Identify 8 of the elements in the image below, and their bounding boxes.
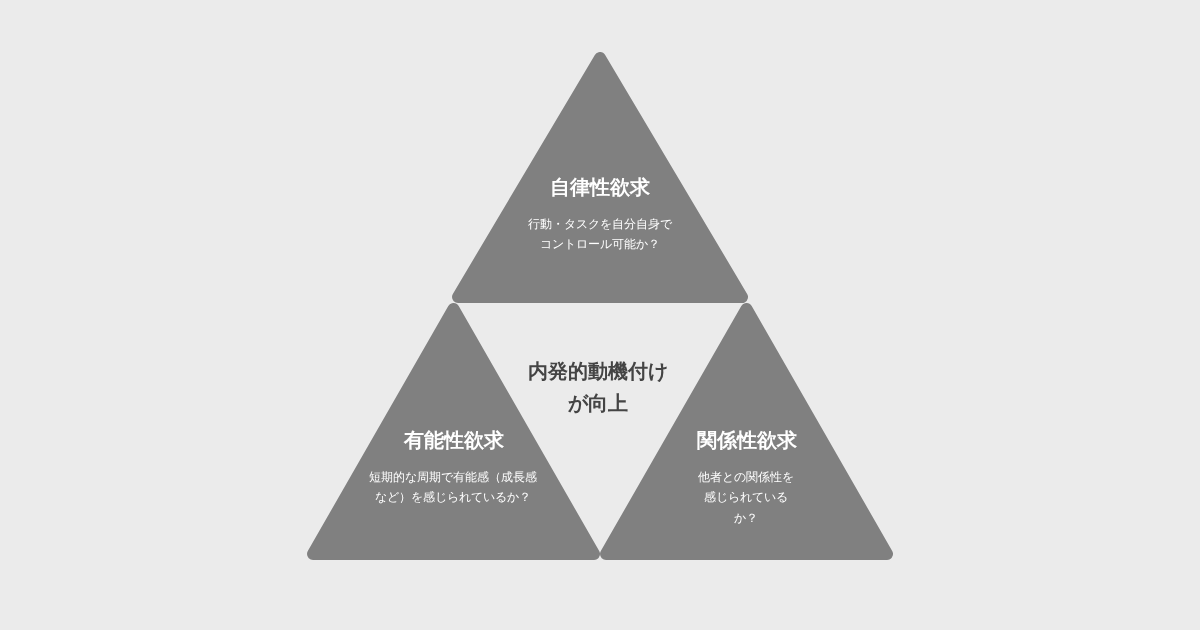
segment-description: 短期的な周期で有能感（成長感など）を感じられているか？ — [368, 469, 539, 507]
segment-heading: 関係性欲求 — [696, 427, 797, 453]
segment-description: 行動・タスクを自分自身でコントロール可能か？ — [527, 216, 673, 254]
segment-description: 他者との関係性を感じられているか？ — [697, 469, 796, 527]
center-label: 内発的動機付けが向上 — [525, 355, 671, 419]
triangle-segment — [452, 52, 748, 303]
segment-heading: 有能性欲求 — [403, 427, 504, 453]
segment-heading: 自律性欲求 — [550, 174, 650, 200]
